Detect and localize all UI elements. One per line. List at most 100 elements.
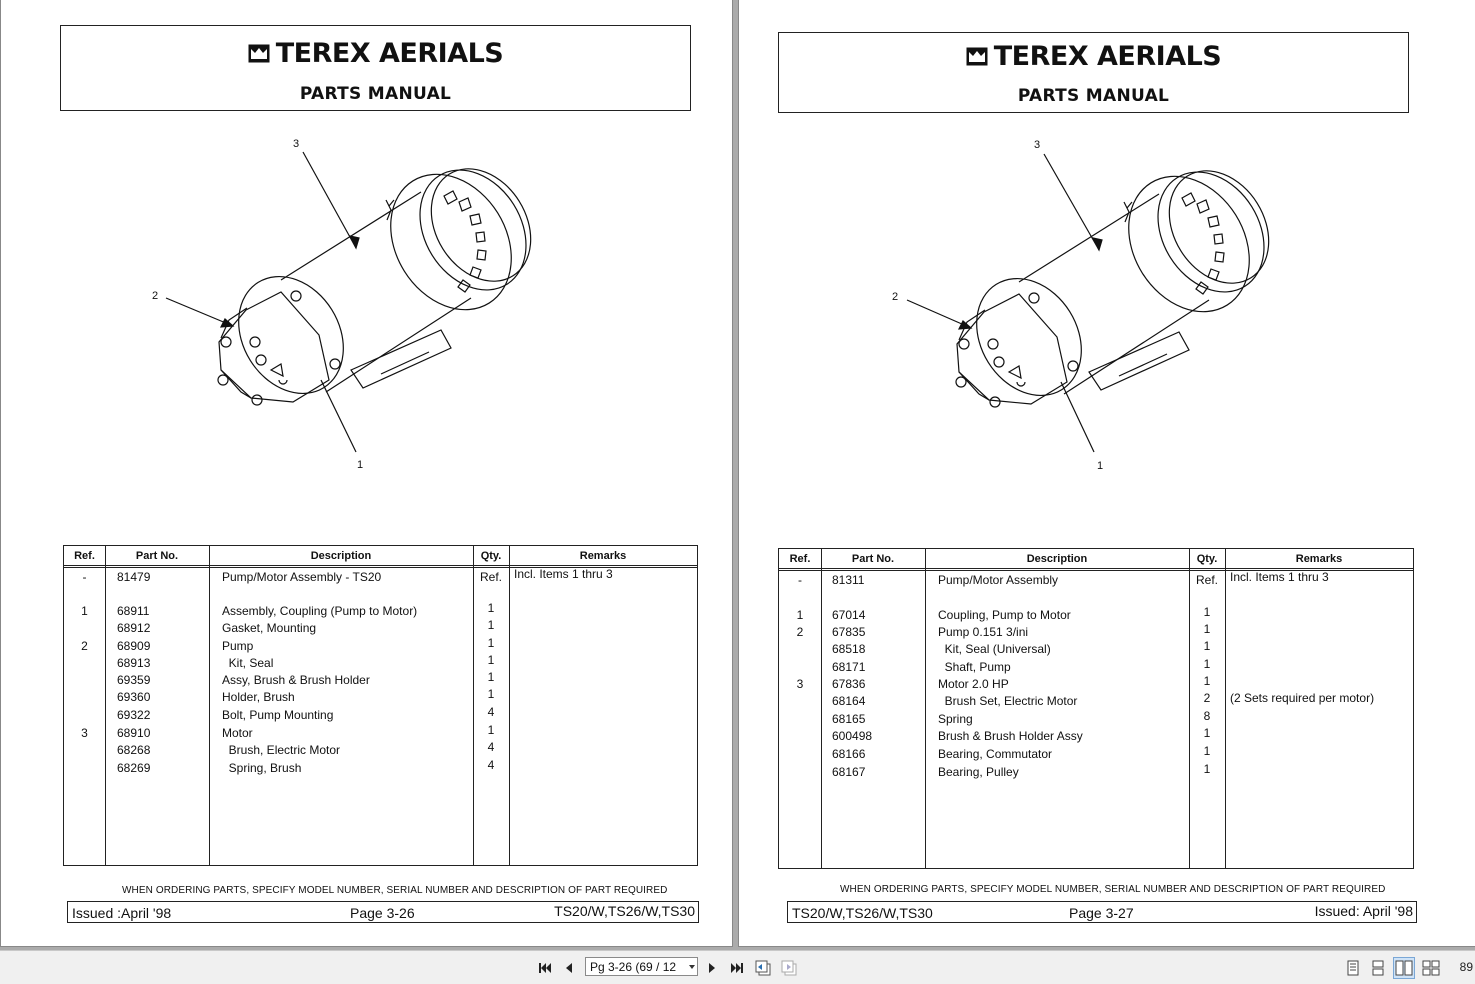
row-description: Pump 0.151 3/ini — [938, 625, 1029, 639]
continuous-page-icon — [1372, 960, 1384, 976]
column-divider — [821, 549, 822, 868]
row-part-number: 68911 — [117, 604, 150, 618]
row-qty: 1 — [487, 723, 495, 737]
row-part-number: 68268 — [117, 743, 151, 757]
row-ref: - — [82, 570, 87, 584]
parts-table: Ref. Part No. Description Qty. Remarks -… — [63, 545, 698, 866]
page-3-26: TEREX AERIALS PARTS MANUAL — [1, 0, 732, 946]
row-description: Pump — [222, 639, 254, 653]
row-qty: 1 — [1203, 726, 1211, 740]
ordering-note: WHEN ORDERING PARTS, SPECIFY MODEL NUMBE… — [122, 885, 668, 896]
header-box: TEREX AERIALS PARTS MANUAL — [60, 25, 691, 111]
row-qty: Ref. — [479, 570, 502, 584]
row-qty: 1 — [487, 618, 495, 632]
row-ref: 1 — [796, 608, 804, 622]
row-description: Coupling, Pump to Motor — [938, 608, 1071, 622]
row-description: Holder, Brush — [222, 690, 295, 704]
zoom-level[interactable]: 89 — [1459, 960, 1473, 974]
row-description: Spring, Brush — [222, 761, 302, 775]
page-selector-value: Pg 3-26 (69 / 12 — [590, 960, 677, 974]
row-description: Assy, Brush & Brush Holder — [222, 673, 370, 687]
footer-issued: Issued: April '98 — [1314, 903, 1413, 919]
row-part-number: 67835 — [832, 625, 866, 639]
column-divider — [925, 549, 926, 868]
facing-pages-icon — [1395, 960, 1413, 976]
column-divider — [1189, 549, 1190, 868]
row-description: Kit, Seal (Universal) — [938, 642, 1051, 656]
continuous-view-button[interactable] — [1368, 958, 1388, 978]
brand-text: TEREX AERIALS — [993, 41, 1222, 72]
callout-2: 2 — [892, 291, 899, 303]
row-description: Motor — [222, 726, 253, 740]
row-part-number: 69360 — [117, 690, 151, 704]
page-3-27: TEREX AERIALS PARTS MANUAL — [739, 0, 1475, 946]
ordering-note: WHEN ORDERING PARTS, SPECIFY MODEL NUMBE… — [840, 884, 1386, 895]
single-page-view-button[interactable] — [1343, 958, 1363, 978]
next-page-button[interactable] — [702, 958, 722, 978]
row-description: Shaft, Pump — [938, 660, 1011, 674]
row-qty: 1 — [487, 687, 495, 701]
last-page-button[interactable] — [727, 958, 747, 978]
next-page-icon — [709, 963, 715, 973]
header-qty: Qty. — [480, 550, 502, 562]
pump-motor-diagram — [165, 151, 532, 453]
row-part-number: 68164 — [832, 694, 866, 708]
brand-title: TEREX AERIALS — [779, 41, 1408, 72]
row-part-number: 81479 — [117, 570, 151, 584]
row-part-number: 67836 — [832, 677, 866, 691]
document-viewer: TEREX AERIALS PARTS MANUAL — [1, 0, 1475, 946]
header-part-no: Part No. — [135, 550, 179, 562]
facing-view-button[interactable] — [1393, 957, 1415, 979]
row-part-number: 68913 — [117, 656, 151, 670]
row-part-number: 68165 — [832, 712, 866, 726]
row-qty: 1 — [1203, 639, 1211, 653]
row-part-number: 68912 — [117, 621, 151, 635]
row-description: Brush & Brush Holder Assy — [938, 729, 1083, 743]
row-ref: 2 — [796, 625, 804, 639]
header-part-no: Part No. — [851, 553, 895, 565]
row-description: Spring — [938, 712, 973, 726]
column-divider — [509, 546, 510, 865]
next-view-button[interactable] — [779, 958, 799, 978]
row-part-number: 81311 — [832, 573, 865, 587]
row-description: Bearing, Pulley — [938, 765, 1019, 779]
row-ref: 3 — [81, 726, 88, 740]
row-qty: 1 — [487, 601, 495, 615]
callout-2: 2 — [152, 290, 159, 302]
table-row: 68518 Kit, Seal (Universal)1 — [779, 639, 1413, 659]
previous-view-button[interactable] — [753, 958, 773, 978]
footer-page-number: Page 3-26 — [350, 905, 415, 921]
row-description: Bolt, Pump Mounting — [222, 708, 334, 722]
table-row: 68165 Spring 8 — [779, 709, 1413, 729]
table-row: 69360 Holder, Brush 1 — [64, 687, 697, 707]
chevron-down-icon — [689, 965, 695, 969]
page-footer: TS20/W,TS26/W,TS30 Page 3-27 Issued: Apr… — [787, 901, 1417, 923]
table-row: 600498 Brush & Brush Holder Assy 1 — [779, 726, 1413, 746]
first-page-button[interactable] — [535, 958, 555, 978]
row-part-number: 600498 — [832, 729, 873, 743]
row-description: Pump/Motor Assembly - TS20 — [222, 570, 382, 584]
row-part-number: 68167 — [832, 765, 866, 779]
row-qty: 1 — [1203, 605, 1211, 619]
page-selector[interactable]: Pg 3-26 (69 / 12 — [585, 957, 698, 976]
header-remarks: Remarks — [579, 550, 627, 562]
header-box: TEREX AERIALS PARTS MANUAL — [778, 32, 1409, 113]
previous-page-button[interactable] — [559, 958, 579, 978]
column-divider — [473, 546, 474, 865]
previous-view-icon — [755, 960, 771, 976]
header-ref: Ref. — [789, 553, 811, 565]
row-qty: 1 — [1203, 674, 1211, 688]
row-remarks: Incl. Items 1 thru 3 — [1230, 570, 1329, 584]
continuous-facing-view-button[interactable] — [1421, 958, 1441, 978]
row-ref: 1 — [81, 604, 88, 618]
row-qty: 8 — [1203, 709, 1211, 723]
